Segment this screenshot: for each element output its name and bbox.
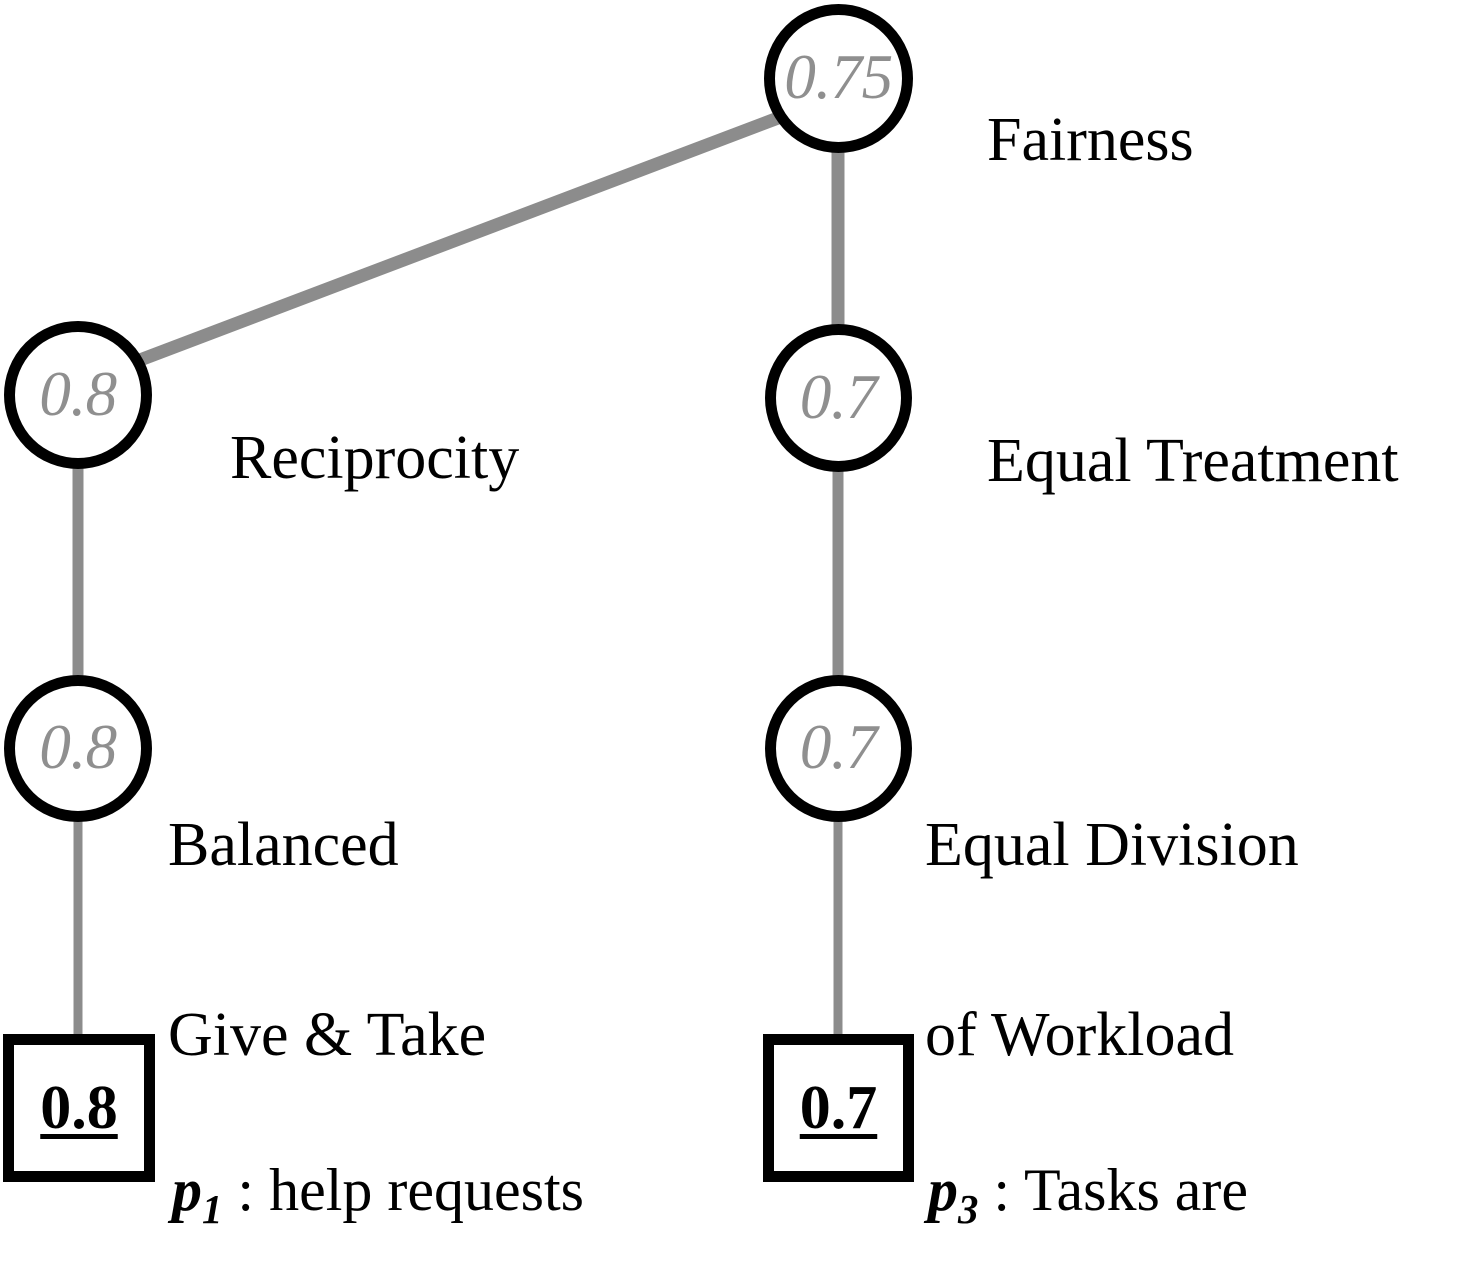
node-p1-score: 0.8: [40, 1074, 118, 1142]
node-p3-symbol: p3: [928, 1156, 979, 1232]
node-p1-label: p1 : help requests are proportionate to …: [172, 1028, 691, 1270]
node-equal-division-of-workload-label: Equal Division of Workload: [925, 688, 1299, 1194]
node-balanced-give-and-take-score: 0.8: [39, 712, 117, 782]
node-balanced-give-and-take-label-line-1: Balanced: [168, 811, 399, 880]
edge-fairness-reciprocity: [137, 111, 781, 367]
node-fairness[interactable]: 0.75: [764, 4, 913, 153]
node-equal-division-of-workload-label-line-2: of Workload: [925, 1001, 1234, 1070]
node-p3-score: 0.7: [799, 1074, 878, 1142]
node-p1-box[interactable]: 0.8: [3, 1034, 155, 1182]
node-balanced-give-and-take-label-line-2: Give & Take: [168, 1001, 487, 1070]
node-reciprocity-label: Reciprocity: [168, 364, 519, 554]
node-reciprocity-label-line-1: Reciprocity: [230, 424, 520, 493]
node-p1-separator: :: [222, 1156, 270, 1223]
node-equal-treatment-label: Equal Treatment: [925, 367, 1399, 557]
node-p3-separator: :: [978, 1156, 1024, 1223]
node-p3-box[interactable]: 0.7: [763, 1034, 914, 1182]
node-equal-treatment-score: 0.7: [799, 361, 878, 432]
node-equal-treatment-label-line-1: Equal Treatment: [987, 427, 1399, 496]
node-equal-division-of-workload-label-line-1: Equal Division: [925, 811, 1299, 880]
node-p1-symbol: p1: [172, 1156, 223, 1232]
node-p3-label-line-1: p3 : Tasks are: [928, 1156, 1396, 1232]
node-reciprocity[interactable]: 0.8: [4, 321, 152, 469]
node-balanced-give-and-take-label: Balanced Give & Take: [168, 688, 486, 1194]
node-equal-division-of-workload-score: 0.7: [799, 712, 878, 782]
node-fairness-label-line-1: Fairness: [987, 106, 1194, 175]
node-p1-label-line-1: p1 : help requests: [172, 1156, 691, 1232]
node-p1-label-text-1: help requests: [269, 1156, 584, 1223]
node-balanced-give-and-take[interactable]: 0.8: [4, 675, 152, 822]
node-fairness-score: 0.75: [784, 42, 893, 112]
node-p3-subscript: 3: [958, 1186, 979, 1232]
node-fairness-label: Fairness: [925, 46, 1194, 236]
node-p3-label-text-1: Tasks are: [1024, 1156, 1249, 1223]
node-equal-division-of-workload[interactable]: 0.7: [765, 675, 912, 822]
node-p1-subscript: 1: [202, 1186, 223, 1232]
node-equal-treatment[interactable]: 0.7: [765, 324, 912, 472]
node-reciprocity-score: 0.8: [39, 358, 117, 429]
node-p3-label: p3 : Tasks are distributed equally among…: [928, 1028, 1396, 1270]
